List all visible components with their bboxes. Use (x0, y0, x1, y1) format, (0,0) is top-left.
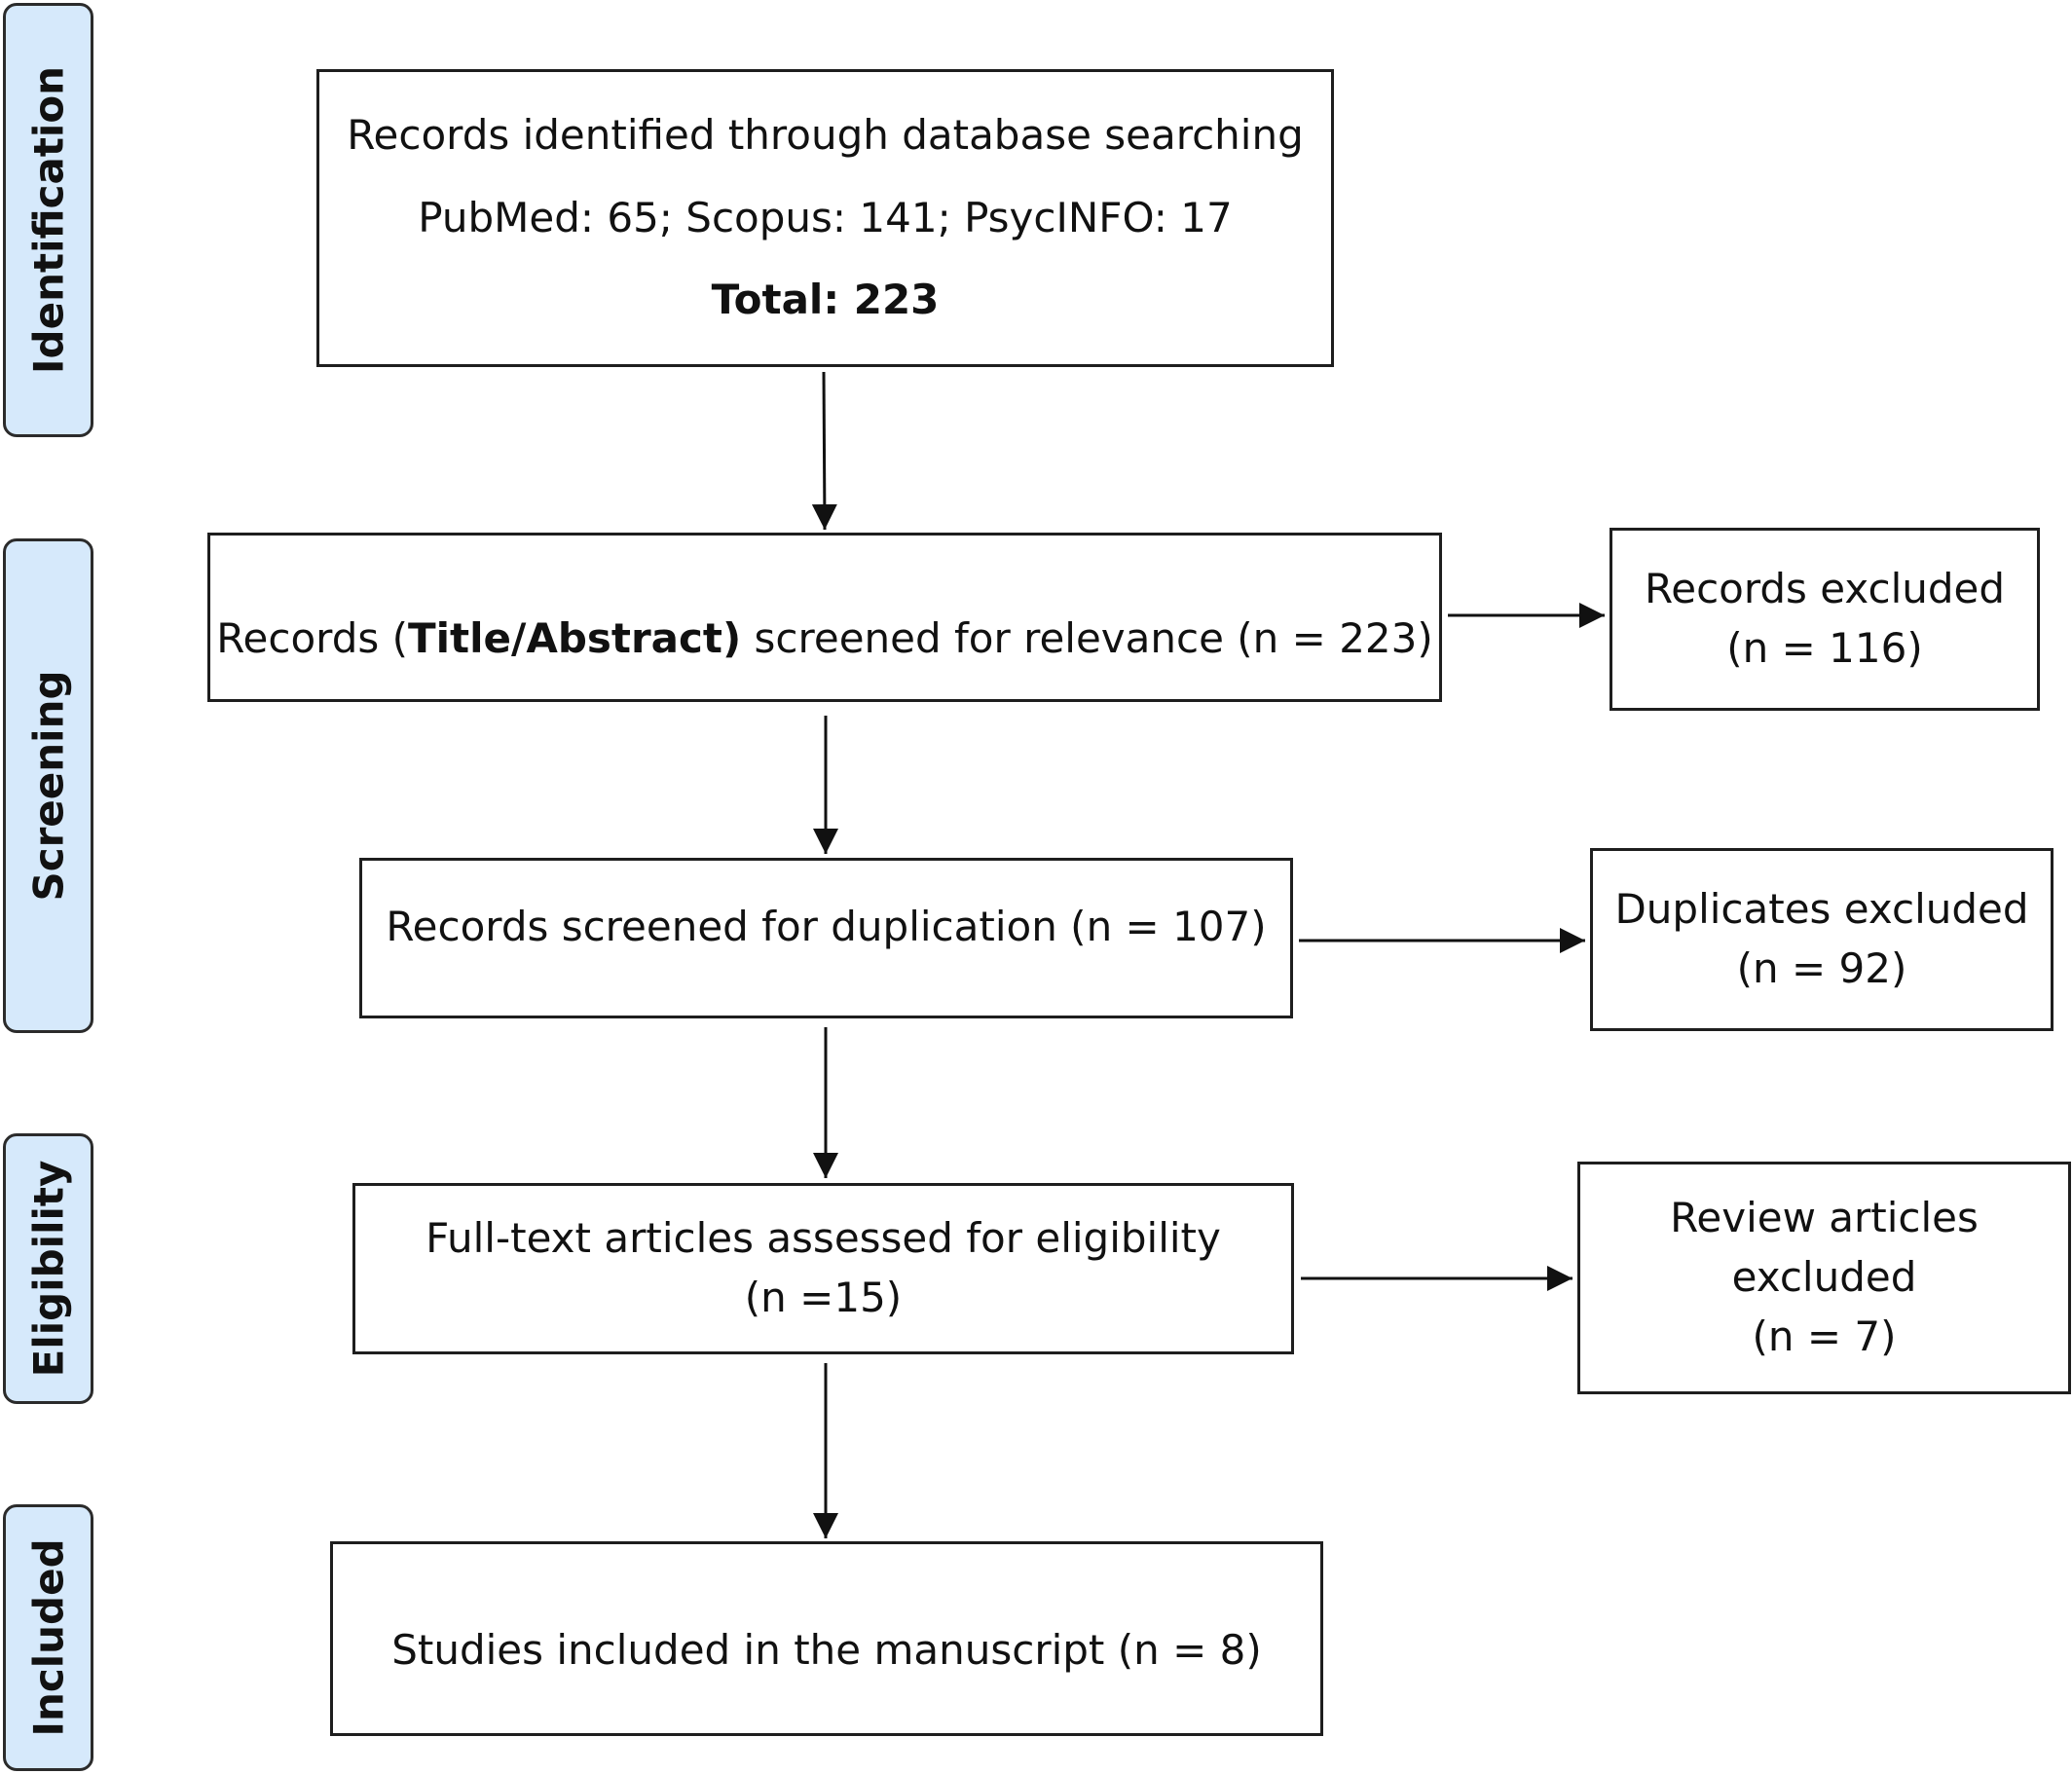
title-abstract-screening-text: Records (Title/Abstract) screened for re… (216, 610, 1433, 669)
screening-text-suffix: screened for relevance (n = 223) (741, 613, 1433, 662)
stage-identification: Identification (3, 3, 93, 437)
records-excluded-label: Records excluded (1644, 565, 2006, 613)
title-abstract-screening-box: Records (Title/Abstract) screened for re… (207, 533, 1442, 702)
identified-total: Total: 223 (711, 276, 940, 324)
review-articles-excluded-box: Review articles excluded (n = 7) (1577, 1162, 2071, 1394)
screening-text-bold: Title/Abstract) (407, 613, 742, 662)
records-excluded-count: (n = 116) (1726, 624, 1923, 672)
stage-screening: Screening (3, 538, 93, 1033)
duplicates-excluded-count: (n = 92) (1736, 944, 1907, 992)
identified-records-box: Records identified through database sear… (316, 69, 1334, 367)
duplicates-excluded-box: Duplicates excluded (n = 92) (1590, 848, 2054, 1031)
review-excluded-line2: excluded (1731, 1253, 1917, 1302)
identified-records-title: Records identified through database sear… (347, 110, 1304, 159)
included-studies-box: Studies included in the manuscript (n = … (330, 1541, 1323, 1736)
included-studies-text: Studies included in the manuscript (n = … (391, 1625, 1262, 1674)
full-text-line1: Full-text articles assessed for eligibil… (426, 1214, 1221, 1263)
duplication-screening-text: Records screened for duplication (n = 10… (386, 903, 1267, 950)
duplicates-excluded-label: Duplicates excluded (1614, 885, 2029, 934)
review-excluded-line1: Review articles (1670, 1194, 1979, 1242)
database-counts: PubMed: 65; Scopus: 141; PsycINFO: 17 (418, 193, 1233, 241)
review-excluded-count: (n = 7) (1752, 1312, 1897, 1360)
arrow-identified-to-screening (811, 371, 837, 531)
records-excluded-box: Records excluded (n = 116) (1610, 528, 2040, 711)
stage-included: Included (3, 1504, 93, 1771)
screening-text-prefix: Records ( (216, 613, 408, 662)
full-text-count: (n =15) (744, 1274, 903, 1321)
stage-eligibility: Eligibility (3, 1133, 93, 1404)
duplication-screening-box: Records screened for duplication (n = 10… (359, 858, 1293, 1018)
full-text-assessment-box: Full-text articles assessed for eligibil… (352, 1183, 1294, 1354)
